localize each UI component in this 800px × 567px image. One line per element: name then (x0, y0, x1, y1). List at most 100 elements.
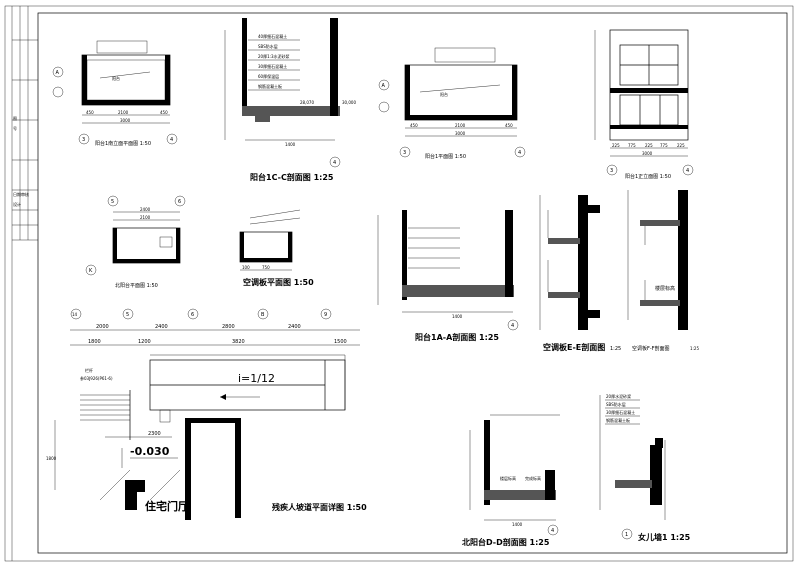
balcony1-plan-dim-4: 3000 (455, 131, 466, 136)
view-balcony1-front: 225 775 225 775 225 3000 3 4 阳台1正立面图 1:5… (594, 29, 694, 180)
ac-board-plan-dim-1: 100 (242, 265, 250, 270)
balcony1c-note-1: 40厚细石混凝土 (258, 33, 287, 39)
inner-border (37, 12, 788, 554)
cornice-note-1: 20厚水泥砂浆 (606, 393, 631, 399)
ac-board-plan-dim-2: 750 (262, 265, 270, 270)
ramp-room: 住宅门厅 (145, 499, 189, 513)
ramp-axis-1: 14 (72, 312, 78, 317)
ac-board-f-title: 空调板F-F剖面图 (632, 345, 670, 352)
balcony1c-dim-1: 1400 (285, 142, 296, 147)
ramp-top-dim-1: 2000 (96, 324, 109, 330)
north-d-axis: 4 (551, 528, 554, 534)
balcony1-front-axis-3: 3 (610, 168, 613, 174)
cornice-note-3: 30厚细石混凝土 (606, 409, 635, 415)
view-balcony1a-section: 1400 4 阳台1A-A剖面图 1:25 (377, 210, 519, 342)
ac-board-e-title: 空调板E-E剖面图 (543, 342, 605, 352)
title-block-cell-2: 号 (13, 125, 17, 131)
balcony1-south-plan-title: 阳台1南立面平面图 1:50 (95, 140, 151, 147)
balcony1-front-dim-4: 775 (660, 143, 668, 148)
ramp-side-dim: 1800 (46, 456, 57, 461)
outer-border (4, 5, 794, 562)
north-d-note-1: 楼层标高 (500, 475, 516, 481)
title-block-cell-1: 图 (13, 115, 17, 121)
ramp-top-dim-2: 2400 (155, 324, 168, 330)
view-ac-board-f-section: 楼层标高 空调板F-F剖面图 1:25 (627, 190, 699, 352)
ramp-second-dim-4: 1500 (334, 339, 347, 345)
title-block-cell-5: 审核 (21, 191, 29, 197)
view-balcony1-south-plan: 阳台 A 450 2100 450 3000 3 4 阳台1南立面平面图 1:5… (52, 40, 178, 147)
view-balcony1c-section: 40厚细石混凝土 SBS防水层 20厚1:3水泥砂浆 30厚细石混凝土 60厚保… (224, 18, 356, 182)
balcony1c-axis: 4 (333, 160, 336, 166)
balcony1a-title: 阳台1A-A剖面图 1:25 (415, 332, 499, 342)
balcony1-south-plan-axis-3: 3 (82, 137, 85, 143)
balcony1-south-plan-dim-4: 3000 (120, 118, 131, 123)
balcony1c-dim-3: 28,070 (300, 100, 314, 105)
ac-board-e-scale: 1:25 (610, 346, 621, 352)
cornice-badge: 1 (625, 532, 628, 538)
cornice-note-2: SBS防水层 (606, 401, 626, 407)
ramp-axis-3: 6 (191, 312, 194, 318)
north-balcony-title: 北阳台平面图 1:50 (115, 282, 158, 289)
cornice-title: 女儿墙1 1:25 (638, 532, 691, 542)
balcony1-plan-axis-4: 4 (518, 150, 521, 156)
balcony1-plan-label: 阳台 (440, 91, 448, 97)
balcony1-plan-dim-3: 450 (505, 123, 513, 128)
balcony1c-note-4: 30厚细石混凝土 (258, 63, 287, 69)
north-balcony-dim-2: 2100 (140, 215, 151, 220)
ramp-stair-note: 参03J926(P61-6) (80, 375, 113, 381)
balcony1c-note-5: 60厚保温层 (258, 73, 279, 79)
ramp-slope: i=1/12 (238, 372, 275, 385)
view-north-balcony-plan: 5 6 2400 2100 K 北阳台平面图 1:50 (85, 195, 186, 289)
ac-board-plan-title: 空调板平面图 1:50 (243, 277, 314, 287)
view-ac-board-e-section: 空调板E-E剖面图 1:25 (539, 195, 621, 352)
balcony1-plan-axis-a: A (382, 83, 386, 89)
balcony1c-dim-2: 30,000 (342, 100, 356, 105)
balcony1-front-dim-1: 225 (612, 143, 620, 148)
ramp-title: 残疾人坡道平面详图 1:50 (272, 502, 367, 512)
north-balcony-dim-1: 2400 (140, 207, 151, 212)
balcony1-plan-dim-1: 450 (410, 123, 418, 128)
balcony1-front-axis-4: 4 (686, 168, 689, 174)
balcony1-south-plan-label: 阳台 (112, 75, 120, 81)
north-d-title: 北阳台D-D剖面图 1:25 (462, 537, 550, 547)
balcony1-south-plan-axis-a: A (56, 70, 60, 76)
balcony1-front-dim-6: 3000 (642, 151, 653, 156)
ramp-top-dim-4: 2400 (288, 324, 301, 330)
ramp-axis-2: 5 (126, 312, 129, 318)
balcony1-south-plan-dim-3: 450 (160, 110, 168, 115)
ramp-second-dim-3: 3820 (232, 339, 245, 345)
balcony1-front-title: 阳台1正立面图 1:50 (625, 173, 671, 180)
ramp-handrail: 栏杆 (85, 367, 93, 373)
balcony1-front-dim-2: 775 (628, 143, 636, 148)
ac-board-f-scale: 1:25 (690, 346, 699, 351)
balcony1c-title: 阳台1C-C剖面图 1:25 (250, 172, 334, 182)
north-balcony-axis-6: 6 (178, 199, 181, 205)
balcony1-south-plan-dim-1: 450 (86, 110, 94, 115)
ramp-stairs (80, 390, 131, 440)
ramp-second-dim-1: 1800 (88, 339, 101, 345)
balcony1a-dim-1: 1400 (452, 314, 463, 319)
ramp-width-dim: 2300 (148, 431, 161, 437)
balcony1-south-plan-dim-2: 2100 (118, 110, 129, 115)
view-balcony1-plan: 阳台 A 450 2100 450 3000 3 4 阳台1平面图 1:50 (378, 47, 526, 160)
cornice-note-4: 钢筋混凝土板 (606, 417, 630, 423)
ac-board-f-note: 楼层标高 (655, 285, 675, 292)
balcony1-front-dim-3: 225 (645, 143, 653, 148)
north-balcony-axis-5: 5 (111, 199, 114, 205)
balcony1-south-plan-axis-4: 4 (170, 137, 173, 143)
balcony1a-axis: 4 (511, 323, 514, 329)
balcony1c-note-6: 钢筋混凝土板 (258, 83, 282, 89)
view-north-balcony-d-section: 楼层标高 完成标高 1400 4 北阳台D-D剖面图 1:25 (462, 414, 560, 547)
view-ramp-plan: 14 5 6 B 9 2000 2400 2800 2400 1800 1200… (46, 308, 367, 520)
ramp-elevation: -0.030 (130, 445, 170, 458)
balcony1c-note-2: SBS防水层 (258, 43, 278, 49)
balcony1-front-dim-5: 225 (677, 143, 685, 148)
ramp-second-dim-2: 1200 (138, 339, 151, 345)
north-d-note-2: 完成标高 (525, 475, 541, 481)
ramp-axis-5: 9 (324, 312, 327, 318)
view-ac-board-plan: 100 750 空调板平面图 1:50 (239, 209, 314, 287)
balcony1-plan-axis-3: 3 (403, 150, 406, 156)
ramp-axis-4: B (261, 312, 265, 318)
ramp-top-dim-3: 2800 (222, 324, 235, 330)
